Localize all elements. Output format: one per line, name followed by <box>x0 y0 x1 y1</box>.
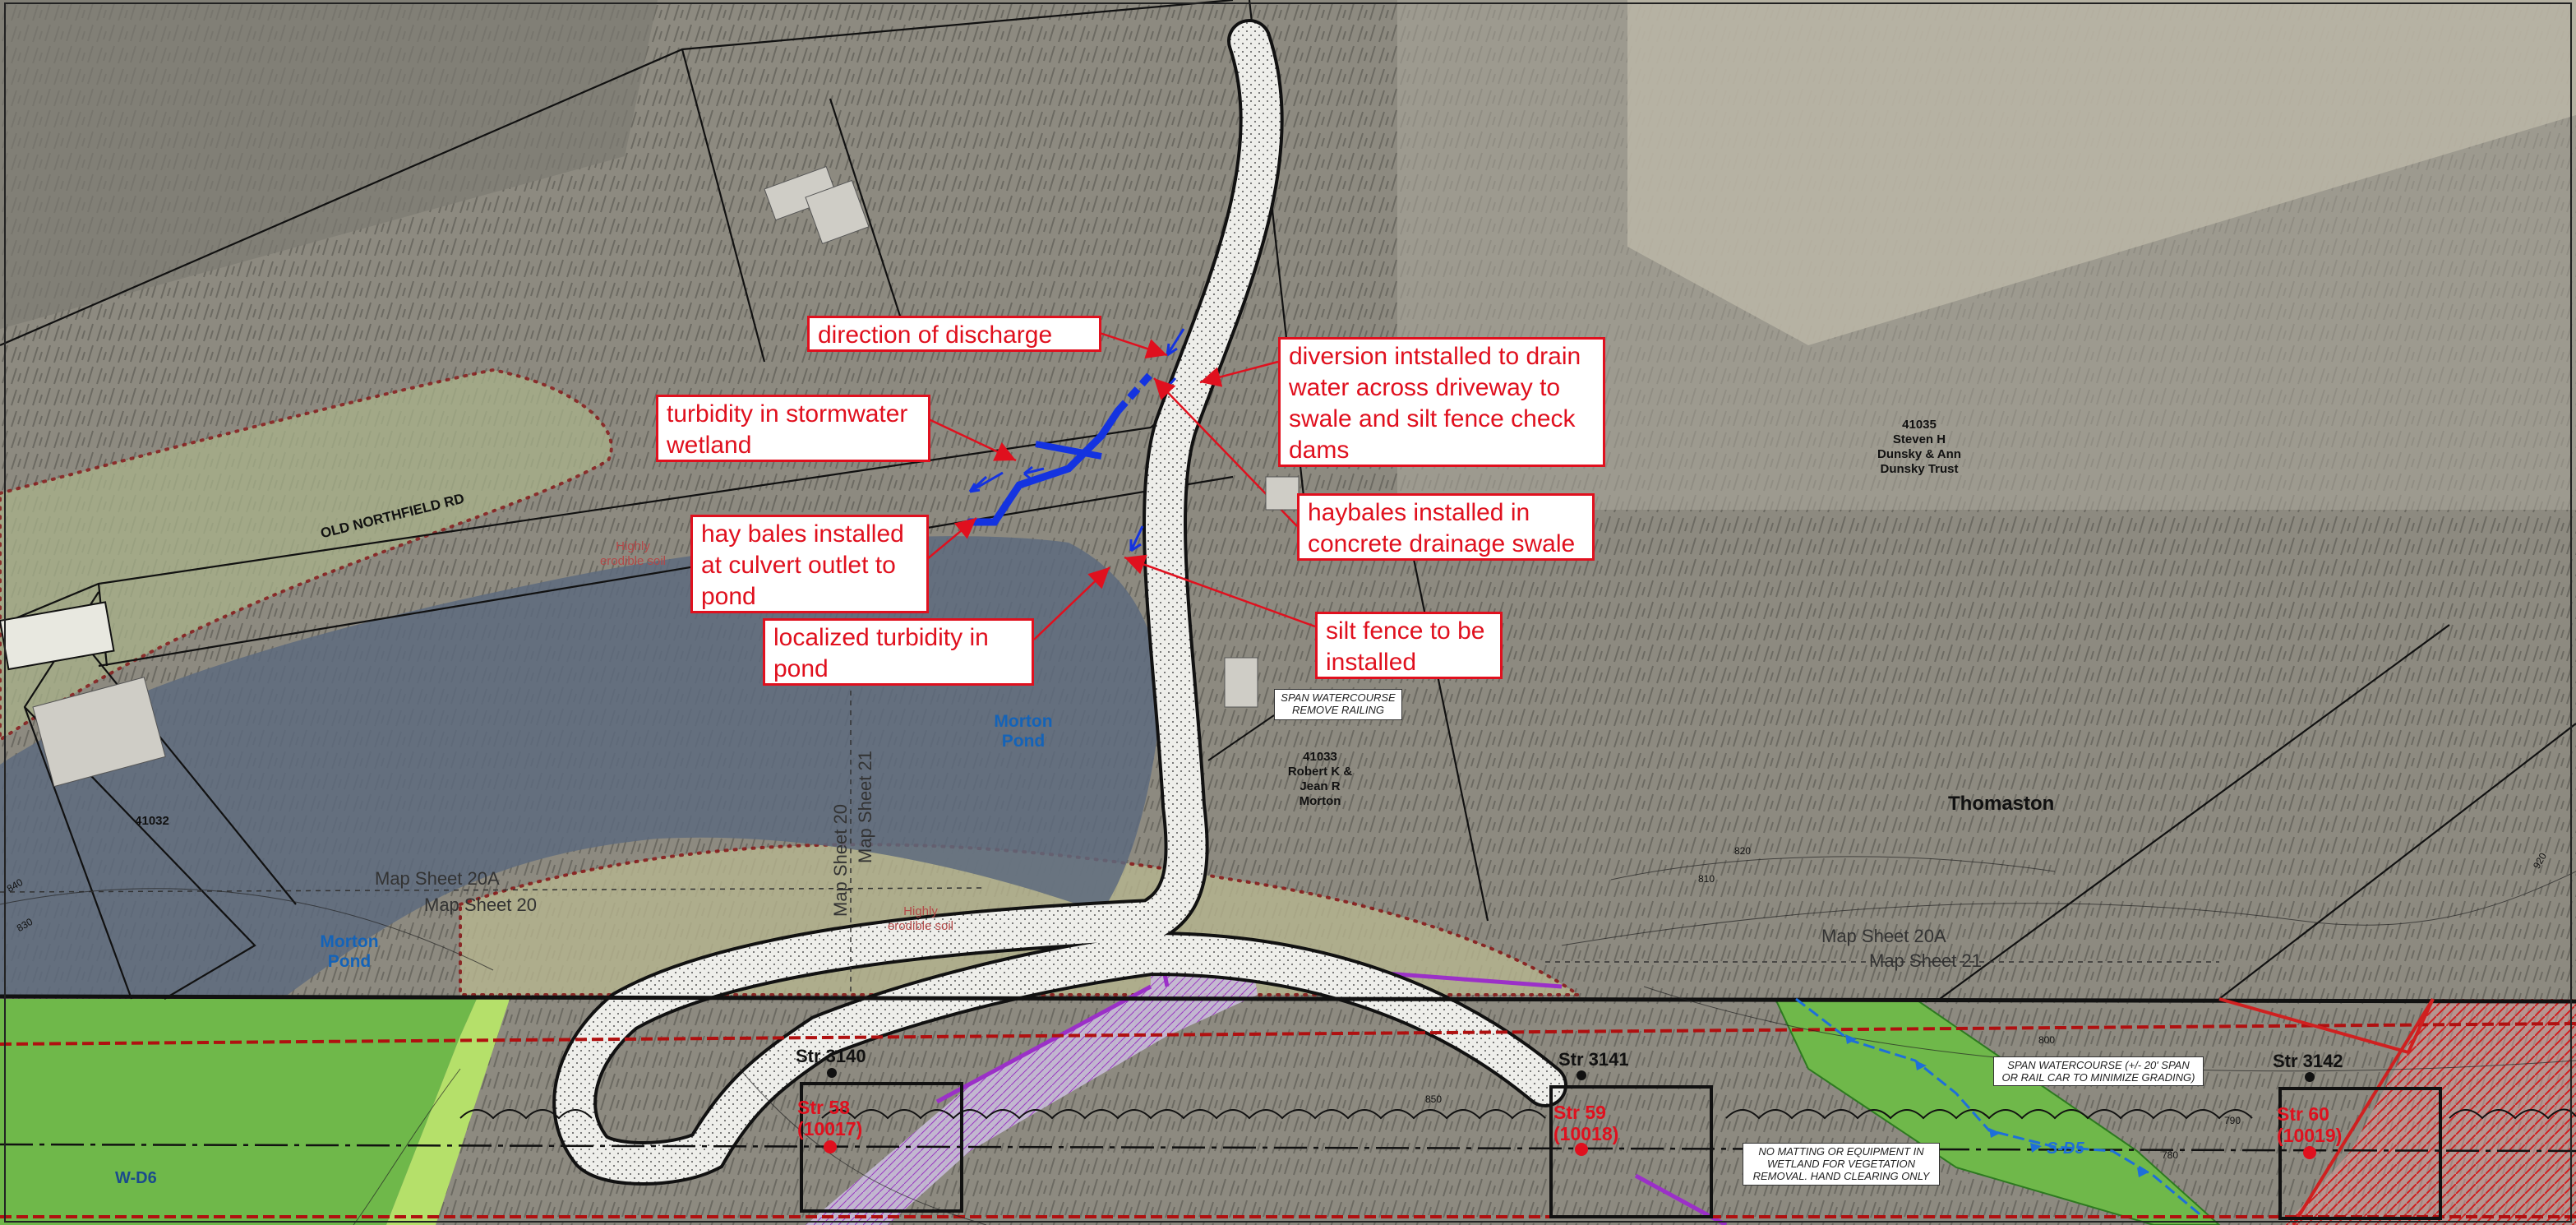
contour-label-820: 820 <box>1734 845 1752 857</box>
driveway-fill <box>556 22 1564 1182</box>
note-span-watercourse: SPAN WATERCOURSE (+/- 20' SPAN OR RAIL C… <box>1993 1056 2204 1086</box>
page-border <box>4 2 2572 1223</box>
structure-3142-badge: Str 60 (10019) <box>2277 1103 2343 1146</box>
parcel-label-41032: 41032 <box>135 814 169 828</box>
stream-label: S-D5 <box>2047 1139 2084 1158</box>
sheet-label-21-vertical: Map Sheet 21 <box>855 751 875 863</box>
parcel-label-41035: 41035 Steven H Dunsky & Ann Dunsky Trust <box>1877 418 1961 476</box>
parcel-label-41033: 41033 Robert K & Jean R Morton <box>1287 750 1353 808</box>
callout-haybales-swale: haybales installed in concrete drainage … <box>1297 493 1595 561</box>
erodible-zone-north <box>0 368 613 742</box>
structure-3141-badge: Str 59 (10018) <box>1553 1102 1619 1144</box>
callout-direction-of-discharge: direction of discharge <box>807 316 1101 352</box>
pond-label-2: Morton Pond <box>320 932 379 971</box>
erodible-label-1: Highly erodible soil <box>599 539 667 568</box>
town-label: Thomaston <box>1948 793 2055 815</box>
note-span-remove-railing: SPAN WATERCOURSE REMOVE RAILING <box>1274 689 1402 720</box>
callout-silt-fence: silt fence to be installed <box>1315 612 1503 679</box>
sheet-boundary <box>0 994 2576 1004</box>
centerline <box>0 1143 2576 1153</box>
structure-3142-name: Str 3142 <box>2273 1051 2343 1071</box>
note-no-matting: NO MATTING OR EQUIPMENT IN WETLAND FOR V… <box>1743 1143 1940 1186</box>
diversion-branch <box>1035 441 1102 460</box>
structure-3140-name: Str 3140 <box>796 1046 866 1066</box>
stream-flow-arrows <box>1845 1034 2149 1177</box>
row-hatch <box>806 937 1258 1225</box>
limit-right <box>2218 997 2435 1225</box>
sheet-label-20a-left: Map Sheet 20A <box>375 868 500 889</box>
note-leader <box>1207 714 1275 761</box>
wetland-light <box>386 999 510 1225</box>
callout-localized-turbidity: localized turbidity in pond <box>763 618 1034 686</box>
contour-label-780: 780 <box>2162 1149 2179 1161</box>
stream-s-d5 <box>1795 997 2204 1218</box>
forest-dark <box>0 0 658 329</box>
contour-label-800: 800 <box>2038 1034 2056 1046</box>
limit-zigzag-top <box>0 1022 2576 1046</box>
diversion-dashed <box>1115 372 1154 414</box>
structure-points <box>824 1068 2316 1159</box>
structure-3141-name: Str 3141 <box>1558 1049 1629 1070</box>
erodible-label-2: Highly erodible soil <box>887 904 954 933</box>
row-hatch-red <box>2285 999 2576 1225</box>
sheet-label-21-right: Map Sheet 21 <box>1869 950 1982 971</box>
wetland-label: W-D6 <box>115 1169 157 1187</box>
callout-diversion: diversion intstalled to drain water acro… <box>1278 337 1605 467</box>
pond-label-1: Morton Pond <box>994 712 1053 751</box>
buildings <box>32 165 1300 788</box>
sheet-label-20-left: Map Sheet 20 <box>424 894 537 915</box>
structure-boxes <box>800 1082 2442 1220</box>
structure-3140-badge: Str 58 (10017) <box>797 1097 863 1139</box>
open-field <box>1627 0 2576 345</box>
contour-label-790: 790 <box>2224 1115 2241 1126</box>
contour-label-810: 810 <box>1698 873 1715 885</box>
tree-line-scallop <box>459 1108 2576 1120</box>
callout-hay-bales-culvert: hay bales installed at culvert outlet to… <box>690 515 929 613</box>
contour-label-850: 850 <box>1425 1093 1443 1105</box>
callout-turbidity-stormwater: turbidity in stormwater wetland <box>656 395 930 462</box>
parcel-lines <box>0 0 2576 1000</box>
diversion-line <box>966 407 1122 526</box>
sheet-label-20a-right: Map Sheet 20A <box>1821 926 1946 946</box>
sheet-divider-dashed <box>0 691 2219 996</box>
wetland-w-d6 <box>0 999 477 1225</box>
sheet-label-20-vertical: Map Sheet 20 <box>830 804 851 917</box>
